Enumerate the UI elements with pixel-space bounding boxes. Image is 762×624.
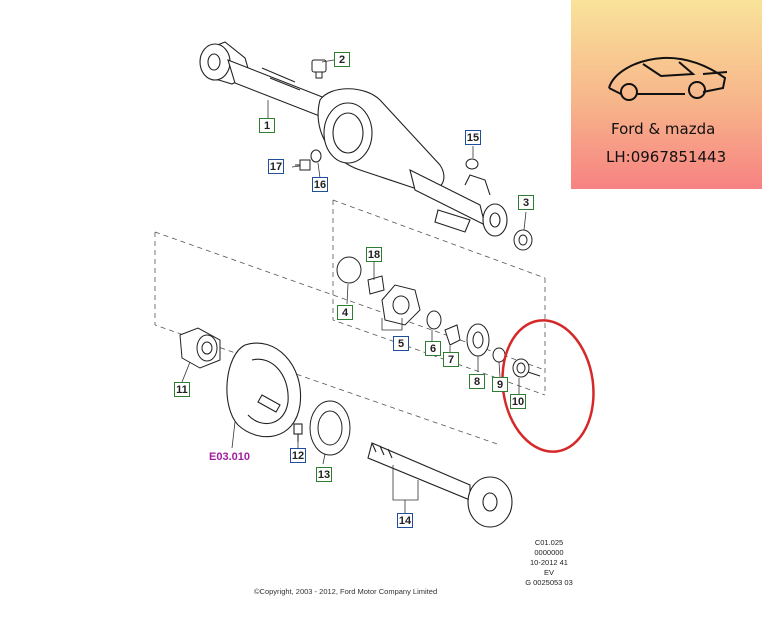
banner-line-brand: Ford & mazda <box>611 120 716 138</box>
callout-6[interactable]: 6 <box>425 341 441 356</box>
code-line: 0000000 <box>534 548 564 557</box>
brake-backing-plate <box>226 342 303 442</box>
axle-housing <box>199 41 508 237</box>
callout-11[interactable]: 11 <box>174 382 190 397</box>
callout-3[interactable]: 3 <box>518 195 534 210</box>
bearing-housing-11 <box>179 327 221 369</box>
callout-8[interactable]: 8 <box>469 374 485 389</box>
highlight-circle <box>501 319 595 453</box>
leader-lines <box>181 59 527 513</box>
callout-14[interactable]: 14 <box>397 513 413 528</box>
banner-line-phone: LH:0967851443 <box>606 148 727 166</box>
small-parts <box>295 59 541 378</box>
diagram-code-block: C01.025 0000000 10-2012 41 EV G 0025053 … <box>514 538 584 588</box>
ad-banner: Ford & mazda LH:0967851443 <box>571 0 762 189</box>
callout-5[interactable]: 5 <box>393 336 409 351</box>
callout-9[interactable]: 9 <box>492 377 508 392</box>
code-line: 10-2012 41 <box>530 558 568 567</box>
callout-13[interactable]: 13 <box>316 467 332 482</box>
code-line: EV <box>543 568 554 577</box>
callout-2[interactable]: 2 <box>334 52 350 67</box>
callout-16[interactable]: 16 <box>312 177 328 192</box>
callout-1[interactable]: 1 <box>259 118 275 133</box>
assembly-guide-lines <box>154 199 546 446</box>
oil-seal-plate <box>309 400 351 456</box>
code-line: C01.025 <box>534 538 564 547</box>
sports-car-icon <box>608 56 728 101</box>
callout-4[interactable]: 4 <box>337 305 353 320</box>
callout-15[interactable]: 15 <box>465 130 481 145</box>
callout-10[interactable]: 10 <box>510 394 526 409</box>
callout-12[interactable]: 12 <box>290 448 306 463</box>
callout-7[interactable]: 7 <box>443 352 459 367</box>
reference-link-e03010[interactable]: E03.010 <box>209 451 250 463</box>
callout-18[interactable]: 18 <box>366 247 382 262</box>
code-line: G 0025053 03 <box>525 578 573 587</box>
axle-shaft <box>367 442 513 528</box>
callout-17[interactable]: 17 <box>268 159 284 174</box>
copyright-notice: ©Copyright, 2003 - 2012, Ford Motor Comp… <box>254 587 438 596</box>
